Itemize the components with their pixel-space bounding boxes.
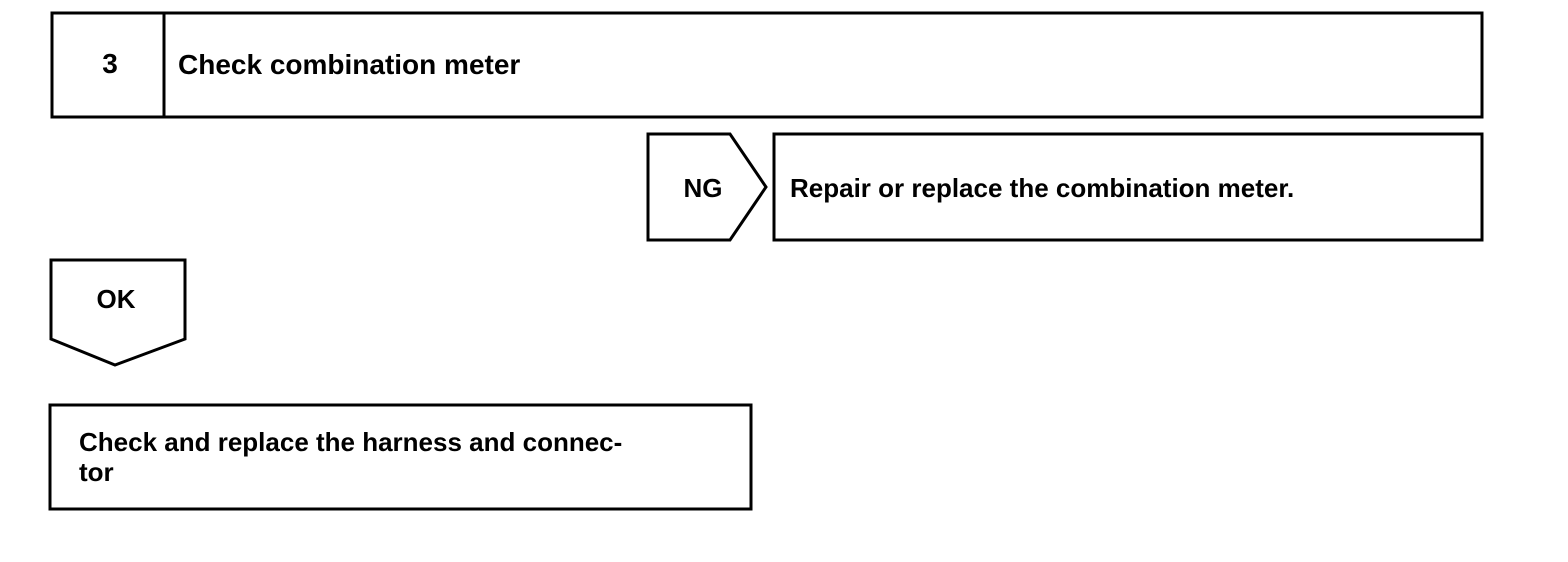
ok-branch: OK [49, 258, 187, 367]
result-step: Check and replace the harness and connec… [48, 403, 753, 511]
ng-arrow-shape [646, 132, 768, 242]
ng-action-text: Repair or replace the combination meter. [790, 173, 1294, 203]
result-text-line1: Check and replace the harness and connec… [79, 427, 622, 457]
ng-branch: NG Repair or replace the combination met… [646, 132, 1484, 242]
ok-label: OK [97, 284, 136, 314]
step-number: 3 [102, 48, 118, 79]
step-title: Check combination meter [178, 49, 520, 80]
result-text-line2: tor [79, 457, 114, 487]
ng-label: NG [684, 173, 723, 203]
step-header-box [50, 11, 1484, 119]
ok-arrow-shape [49, 258, 187, 367]
step-header: 3 Check combination meter [50, 11, 1484, 119]
result-box [48, 403, 753, 511]
ng-action-box [772, 132, 1484, 242]
